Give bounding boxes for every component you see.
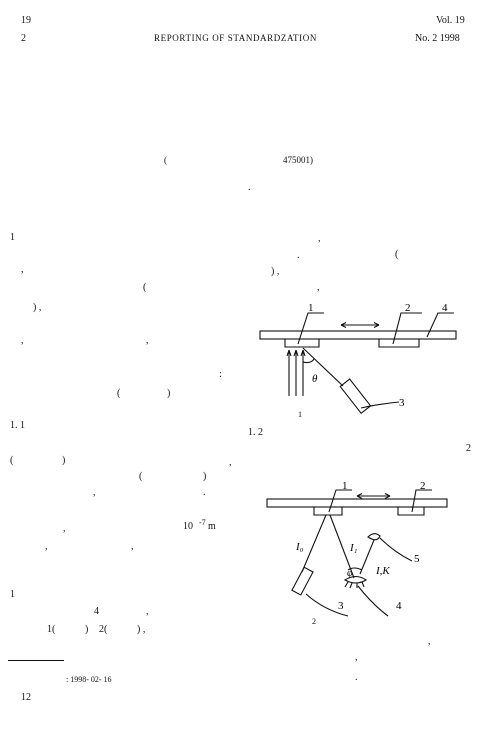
figure-2-phi-label: φ bbox=[347, 568, 353, 579]
left-text-fragment: ) bbox=[203, 471, 207, 482]
left-text-fragment: ( bbox=[10, 455, 14, 466]
right-text-fragment: . bbox=[355, 672, 358, 683]
right-text-fragment: , bbox=[318, 233, 321, 244]
footnote-rule bbox=[8, 660, 64, 661]
subsection-number-1-2: 1. 2 bbox=[248, 427, 263, 438]
left-text-fragment: : bbox=[219, 369, 222, 380]
header-volume-left: 19 bbox=[21, 15, 31, 26]
figure-1-caption: 1 bbox=[298, 410, 302, 419]
left-text-fragment: ( bbox=[143, 282, 147, 293]
figure-2-i0-label: I₀ bbox=[295, 541, 304, 553]
figure-2-label-3: 3 bbox=[338, 600, 344, 612]
left-text-fragment: , bbox=[146, 335, 149, 346]
exponent-superscript: -7 bbox=[199, 518, 206, 527]
right-text-fragment: ( bbox=[395, 249, 399, 260]
figure-1-diagram: 1 2 4 θ 3 bbox=[259, 302, 457, 415]
figure-2-label-2: 2 bbox=[420, 480, 426, 492]
section-number-1: 1 bbox=[10, 232, 15, 243]
figure-1-label-1: 1 bbox=[308, 302, 314, 314]
left-text-fragment: , bbox=[229, 457, 232, 468]
figure-reference-2: 2 bbox=[466, 443, 471, 454]
left-text-fragment: , bbox=[21, 335, 24, 346]
left-text-fragment: 2( bbox=[99, 624, 108, 635]
figure-2-label-4: 4 bbox=[396, 600, 402, 612]
unit-label: m bbox=[208, 521, 216, 532]
right-text-fragment: , bbox=[428, 636, 431, 647]
page-number: 12 bbox=[21, 692, 31, 703]
figure-1-label-4: 4 bbox=[442, 302, 448, 314]
received-date: : 1998- 02- 16 bbox=[66, 675, 112, 684]
header-number-left: 2 bbox=[21, 33, 26, 44]
right-text-fragment: ) , bbox=[271, 266, 280, 277]
left-text-fragment: , bbox=[21, 264, 24, 275]
left-text-fragment: ) bbox=[85, 624, 89, 635]
left-text-fragment: , bbox=[45, 541, 48, 552]
left-text-fragment: ) bbox=[62, 455, 66, 466]
figure-2-label-1: 1 bbox=[342, 480, 348, 492]
section-number-1b: 1 bbox=[10, 589, 15, 600]
left-text-fragment: ) , bbox=[33, 302, 42, 313]
left-text-fragment: , bbox=[63, 523, 66, 534]
left-text-fragment: 4 bbox=[94, 606, 99, 617]
figure-1-theta-label: θ bbox=[312, 373, 318, 385]
subsection-number-1-1: 1. 1 bbox=[10, 420, 25, 431]
left-text-fragment: 1( bbox=[47, 624, 56, 635]
journal-title: REPORTING OF STANDARDZATION bbox=[154, 33, 317, 43]
header-number-right: No. 2 1998 bbox=[415, 33, 460, 44]
affiliation-open-paren: ( bbox=[164, 155, 167, 165]
left-text-fragment: 10 bbox=[183, 521, 193, 532]
figure-1-label-3: 3 bbox=[399, 397, 405, 409]
left-text-fragment: , bbox=[146, 606, 149, 617]
left-text-fragment: ) , bbox=[137, 624, 146, 635]
figure-2-caption: 2 bbox=[312, 617, 316, 626]
left-text-fragment: ( bbox=[139, 471, 143, 482]
left-text-fragment: . bbox=[203, 487, 206, 498]
left-text-fragment: ( bbox=[117, 388, 121, 399]
figure-2-i1-label: I₁ bbox=[349, 542, 358, 554]
right-text-fragment: , bbox=[355, 652, 358, 663]
figure-2-label-5: 5 bbox=[414, 553, 420, 565]
affiliation-postcode: 475001) bbox=[283, 155, 313, 165]
abstract-dot: . bbox=[248, 182, 251, 193]
right-text-fragment: . bbox=[297, 250, 300, 261]
figure-2-diagram: 1 2 I₀ I₁ φ I,K 5 3 4 bbox=[266, 480, 448, 617]
left-text-fragment: , bbox=[131, 541, 134, 552]
figure-2-ik-label: I,K bbox=[375, 565, 390, 577]
left-text-fragment: , bbox=[93, 487, 96, 498]
figure-1-label-2: 2 bbox=[405, 302, 411, 314]
right-text-fragment: , bbox=[317, 282, 320, 293]
header-volume-right: Vol. 19 bbox=[436, 15, 465, 26]
left-text-fragment: ) bbox=[167, 388, 171, 399]
